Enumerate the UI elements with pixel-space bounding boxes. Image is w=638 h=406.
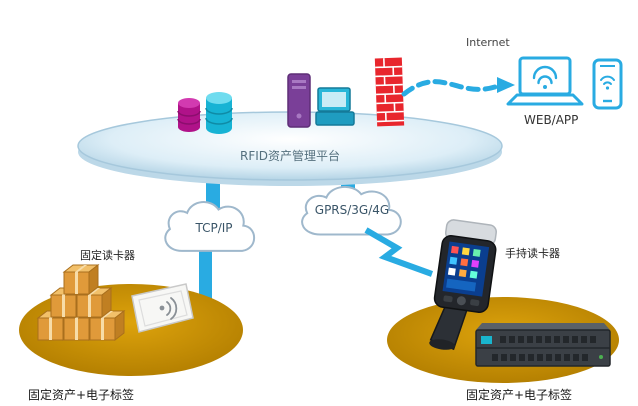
database-magenta-icon <box>177 98 201 132</box>
server-tower-icon <box>287 73 311 128</box>
handheld-screen-apps <box>446 245 481 292</box>
tcpip-cloud-label: TCP/IP <box>195 221 233 235</box>
webapp-label: WEB/APP <box>524 113 579 127</box>
smartphone-icon <box>592 58 623 110</box>
rfid-panel-reader-icon <box>131 283 194 333</box>
firewall-icon <box>374 57 405 127</box>
wifi-icon <box>532 65 558 89</box>
left-zone-caption: 固定资产+电子标签 <box>28 388 135 402</box>
right-zone-caption: 固定资产+电子标签 <box>466 388 573 402</box>
workstation-icon <box>315 87 355 126</box>
platform-label: RFID资产管理平台 <box>239 149 341 163</box>
gprs-cloud-label: GPRS/3G/4G <box>314 203 390 217</box>
gprs-cloud <box>302 187 401 235</box>
fixed-reader-label: 固定读卡器 <box>80 249 135 262</box>
handheld-rfid-reader-icon <box>429 219 497 351</box>
lightning-connector <box>364 227 434 277</box>
tcpip-cloud <box>165 202 254 251</box>
rack-server-icon <box>475 323 611 367</box>
laptop-icon <box>506 56 584 106</box>
rack-logo <box>481 336 492 344</box>
internet-label: Internet <box>466 36 510 49</box>
internet-dashed-arrow <box>401 77 515 97</box>
cardboard-boxes-icon <box>37 264 125 341</box>
connector-bar-left-lower <box>199 245 212 303</box>
database-cyan-icon <box>205 92 233 134</box>
handheld-reader-label: 手持读卡器 <box>505 247 560 260</box>
wifi-icon <box>600 75 615 90</box>
